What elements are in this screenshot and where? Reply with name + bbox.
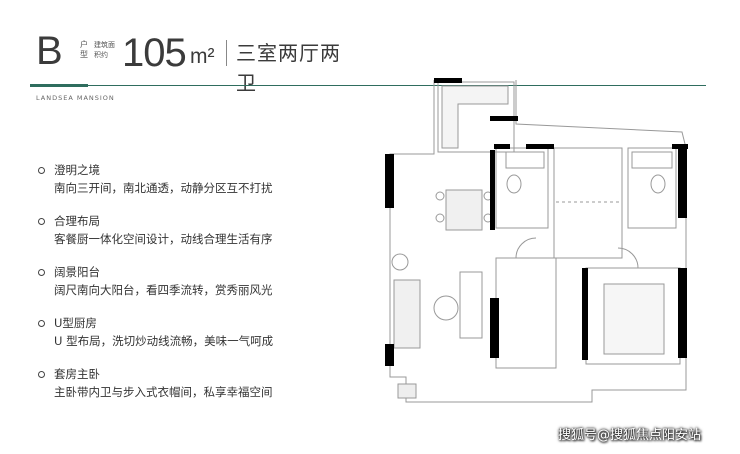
area-label: 建筑面积约 — [94, 41, 115, 59]
feature-title: 澄明之境 — [54, 163, 100, 177]
brand-name: LANDSEA MANSION — [36, 94, 115, 102]
feature-item: 澄明之境 南向三开间，南北通透，动静分区互不打扰 — [38, 162, 338, 213]
bullet-icon — [38, 269, 45, 276]
feature-desc: 南向三开间，南北通透，动静分区互不打扰 — [54, 181, 273, 195]
feature-title: U型厨房 — [54, 316, 97, 330]
feature-item: U型厨房 U 型布局，洗切炒动线流畅，美味一气呵成 — [38, 315, 338, 366]
feature-item: 合理布局 客餐厨一体化空间设计，动线合理生活有序 — [38, 213, 338, 264]
feature-desc: 主卧带内卫与步入式衣帽间，私享幸福空间 — [54, 385, 273, 399]
area-unit: m² — [190, 45, 215, 68]
bullet-icon — [38, 167, 45, 174]
feature-item: 阔景阳台 阔尺南向大阳台，看四季流转，赏秀丽风光 — [38, 264, 338, 315]
unit-header: B 户型 建筑面积约 105 m² 三室两厅两卫 — [30, 29, 360, 95]
unit-letter: B — [36, 29, 63, 73]
room-layout: 三室两厅两卫 — [236, 41, 341, 95]
header-divider — [226, 40, 227, 66]
watermark: 搜狐号@搜狐焦点阳安站 — [558, 428, 702, 443]
area-value: 105 — [122, 31, 187, 75]
bullet-icon — [38, 218, 45, 225]
feature-title: 阔景阳台 — [54, 265, 100, 279]
header-rule-accent — [30, 84, 88, 87]
feature-title: 合理布局 — [54, 214, 100, 228]
feature-desc: 阔尺南向大阳台，看四季流转，赏秀丽风光 — [54, 283, 273, 297]
feature-desc: 客餐厨一体化空间设计，动线合理生活有序 — [54, 232, 273, 246]
header-rule — [30, 85, 706, 86]
unit-type-label: 户型 — [80, 40, 88, 59]
feature-desc: U 型布局，洗切炒动线流畅，美味一气呵成 — [54, 334, 274, 348]
floor-plan — [385, 78, 688, 403]
bullet-icon — [38, 371, 45, 378]
feature-item: 套房主卧 主卧带内卫与步入式衣帽间，私享幸福空间 — [38, 366, 338, 417]
feature-list: 澄明之境 南向三开间，南北通透，动静分区互不打扰 合理布局 客餐厨一体化空间设计… — [38, 162, 338, 417]
feature-title: 套房主卧 — [54, 367, 100, 381]
bullet-icon — [38, 320, 45, 327]
